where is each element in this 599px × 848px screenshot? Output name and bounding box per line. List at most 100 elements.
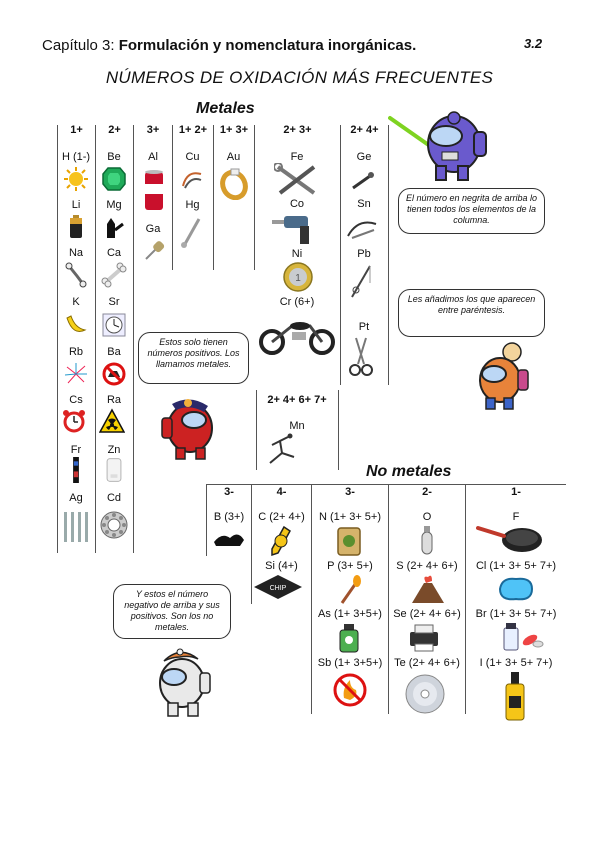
header-2plus-4plus: 2+ 4+ [350,124,379,136]
element-co: Co [289,198,305,210]
element-cu: Cu [185,151,200,163]
rule [338,390,339,470]
header-3minus-b: 3- [224,486,234,498]
element-cl: Cl (1+ 3+ 5+ 7+) [475,560,557,572]
motorcycle-icon [259,322,335,355]
element-se: Se (2+ 4+ 6+) [393,608,461,620]
water-heater-icon [106,458,122,482]
element-be: Be [107,151,121,163]
header-3minus-n: 3- [345,486,355,498]
element-ag: Ag [69,492,83,504]
emerald-icon [102,167,126,191]
rule [206,484,566,485]
rule [388,484,389,714]
printer-icon [410,624,438,652]
radiation-icon [99,408,125,433]
no-fire-icon [333,673,367,707]
element-ni: Ni [291,248,303,260]
metals-label: Metales [196,100,255,117]
crewmate-red-icon [161,399,213,460]
euro-coin-icon: 1 [283,262,313,292]
rule [57,125,58,553]
element-cs: Cs [69,394,83,406]
element-mn: Mn [289,420,305,432]
element-pt: Pt [358,321,370,333]
iodine-bottle-icon [505,672,525,721]
element-sb: Sb (1+ 3+5+) [317,657,383,669]
element-c: C (2+ 4+) [258,511,305,523]
rule [95,125,96,553]
element-hg: Hg [185,199,200,211]
element-ba: Ba [107,346,121,358]
element-b: B (3+) [213,511,245,523]
element-ge: Ge [356,151,372,163]
tower-icon [73,457,79,483]
frying-pan-icon [476,526,542,552]
crewmate-purple-icon [388,111,487,181]
rule [206,484,207,556]
element-zn: Zn [107,444,121,456]
bearing-icon [100,511,128,539]
element-cr: Cr (6+) [279,296,315,308]
element-rb: Rb [68,346,84,358]
cd-icon [405,674,445,714]
element-h: H (1-) [61,151,91,163]
volcano-icon [412,575,444,603]
header-1plus-3plus: 1+ 3+ [219,124,249,136]
header-1plus: 1+ [70,124,83,136]
rule [311,484,312,714]
rule [254,125,255,270]
element-f: F [512,511,520,523]
element-i: I (1+ 3+ 5+ 7+) [479,657,553,669]
clock-icon [102,313,126,337]
bubble-positive-note: Estos solo tienen números positivos. Los… [138,332,249,384]
explosive-icon [214,534,244,546]
element-o: O [422,511,432,523]
element-ra: Ra [106,394,122,406]
led-icon [145,241,165,260]
element-li: Li [71,199,81,211]
element-al: Al [148,151,158,163]
element-sr: Sr [108,296,120,308]
element-ga: Ga [145,223,161,235]
scissors-icon [349,337,373,376]
crewmate-white-icon [159,648,211,717]
element-na: Na [68,247,84,259]
chapter-title: Formulación y nomenclatura inorgánicas. [118,37,417,54]
cutlery-icon [64,512,88,542]
nonmetals-label: No metales [366,463,452,480]
alarm-clock-icon [63,410,85,433]
element-fr: Fr [70,444,82,456]
header-1plus-2plus: 1+ 2+ [178,124,208,136]
thermometer-icon [181,218,201,248]
rule [465,484,466,714]
element-k: K [72,296,80,308]
header-2plus: 2+ [108,124,121,136]
fertilizer-bag-icon [337,527,361,556]
header-1minus: 1- [511,486,521,498]
svg-text:CHIP: CHIP [270,585,287,592]
rule [388,125,389,385]
header-3plus: 3+ [146,124,160,136]
ring-icon [220,168,248,200]
header-2-4-6-7: 2+ 4+ 6+ 7+ [267,394,327,406]
no-xray-icon [102,362,126,386]
element-sn: Sn [357,198,371,210]
page-number: 3.2 [524,36,543,51]
wires-icon [182,172,202,189]
element-n: N (1+ 3+ 5+) [318,511,382,523]
rule [251,484,252,604]
rule [172,125,173,270]
rule [133,125,134,553]
fireworks-icon [64,363,87,384]
skydiver-icon [269,433,295,464]
element-te: Te (2+ 4+ 6+) [394,657,460,669]
poison-bottle-icon [339,624,359,653]
element-au: Au [226,151,241,163]
main-title: NÚMEROS DE OXIDACIÓN MÁS FRECUENTES [105,68,494,87]
rule [213,125,214,270]
probe-icon [352,172,374,190]
soda-can-icon [145,170,163,210]
element-p: P (3+ 5+) [327,560,373,572]
element-s: S (2+ 4+ 6+) [396,560,458,572]
